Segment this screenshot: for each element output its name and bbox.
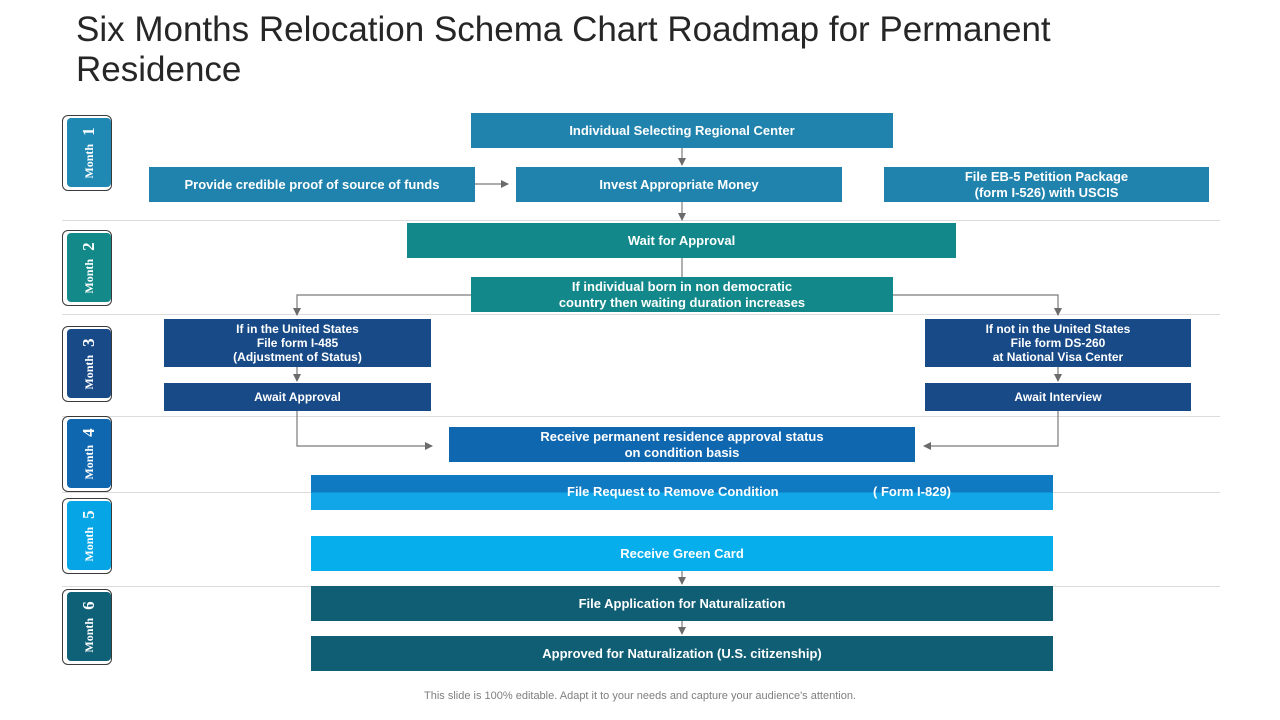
box-naturalization-app: File Application for Naturalization (311, 586, 1053, 621)
box-non-democratic: If individual born in non democratic cou… (471, 277, 893, 312)
box-wait-approval: Wait for Approval (407, 223, 956, 258)
box-await-interview: Await Interview (925, 383, 1191, 411)
box-remove-condition: File Request to Remove Condition ( Form … (311, 475, 1053, 510)
divider (62, 416, 1220, 417)
month-tab-fill: Month 4 (67, 419, 111, 488)
box-await-approval: Await Approval (164, 383, 431, 411)
box-proof-of-funds: Provide credible proof of source of fund… (149, 167, 475, 202)
box-in-us: If in the United States File form I-485 … (164, 319, 431, 367)
month-tab-fill: Month 1 (67, 118, 111, 187)
month-tab-4: Month 4 (62, 416, 112, 492)
divider (62, 220, 1220, 221)
month-label: Month (81, 444, 96, 480)
month-tab-fill: Month 3 (67, 329, 111, 398)
box-invest-money: Invest Appropriate Money (516, 167, 842, 202)
month-tab-6: Month 6 (62, 589, 112, 665)
box-naturalization-approved: Approved for Naturalization (U.S. citize… (311, 636, 1053, 671)
remove-condition-form: ( Form I-829) (873, 484, 952, 499)
box-eb5-petition: File EB-5 Petition Package (form I-526) … (884, 167, 1209, 202)
month-label: Month (81, 143, 96, 179)
month-label: Month (81, 354, 96, 390)
box-receive-status: Receive permanent residence approval sta… (449, 427, 915, 462)
month-number: 1 (79, 126, 98, 136)
month-number: 5 (79, 509, 98, 519)
box-not-in-us: If not in the United States File form DS… (925, 319, 1191, 367)
month-number: 4 (79, 427, 98, 437)
footer-note: This slide is 100% editable. Adapt it to… (424, 690, 856, 702)
month-number: 6 (79, 600, 98, 610)
divider (62, 314, 1220, 315)
month-number: 2 (79, 241, 98, 251)
month-tab-1: Month 1 (62, 115, 112, 191)
month-tab-2: Month 2 (62, 230, 112, 306)
box-green-card: Receive Green Card (311, 536, 1053, 571)
remove-condition-label: File Request to Remove Condition (567, 484, 779, 499)
month-label: Month (81, 617, 96, 653)
month-number: 3 (79, 337, 98, 347)
month-label: Month (81, 526, 96, 562)
month-tab-fill: Month 6 (67, 592, 111, 661)
page-title: Six Months Relocation Schema Chart Roadm… (76, 10, 1051, 89)
month-tab-fill: Month 5 (67, 501, 111, 570)
month-tab-3: Month 3 (62, 326, 112, 402)
month-tab-5: Month 5 (62, 498, 112, 574)
box-regional-center: Individual Selecting Regional Center (471, 113, 893, 148)
month-tab-fill: Month 2 (67, 233, 111, 302)
month-label: Month (81, 258, 96, 294)
